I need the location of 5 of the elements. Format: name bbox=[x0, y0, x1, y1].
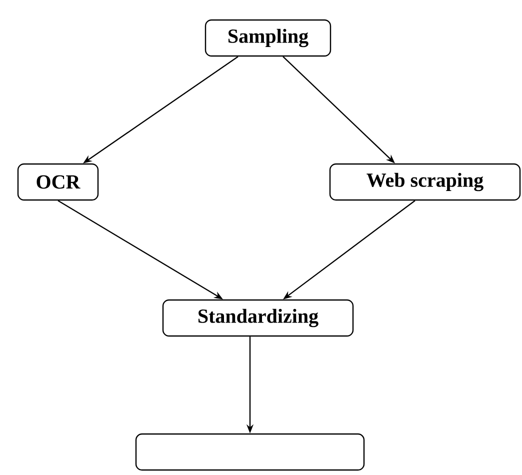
process-box: Sampling bbox=[204, 19, 332, 57]
process-box: Standardizing bbox=[162, 299, 354, 337]
process-box bbox=[135, 433, 365, 471]
process-box: OCR bbox=[17, 163, 99, 201]
process-box: Web scraping bbox=[329, 163, 521, 201]
